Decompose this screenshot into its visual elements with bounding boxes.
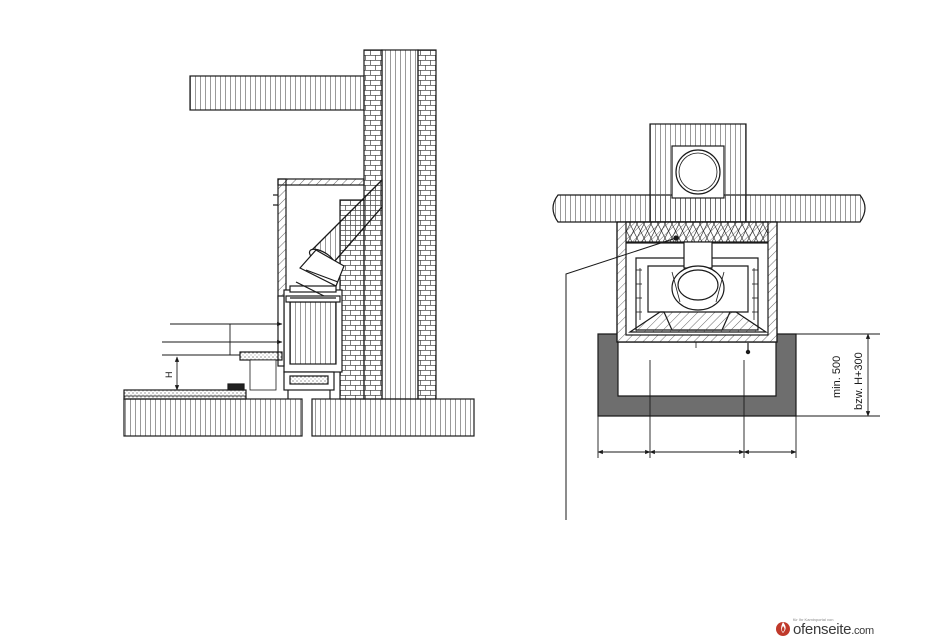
ceiling-slab xyxy=(190,76,364,110)
cladding-front xyxy=(278,179,286,299)
brand-name: ofenseite xyxy=(793,621,851,638)
side-section-view xyxy=(124,50,474,436)
plan-view xyxy=(553,124,880,520)
alt-height-label: bzw. H+300 xyxy=(853,352,865,410)
floor-slab-right xyxy=(312,399,474,436)
connector-pipe-plan xyxy=(684,242,712,268)
hearth-plate xyxy=(240,352,282,360)
cladding-top xyxy=(278,179,364,185)
stove-door-grill xyxy=(290,302,336,364)
height-marker-label: H xyxy=(164,372,174,379)
brand-logo[interactable]: für Ihr Kaminportal von ofenseite.com xyxy=(773,615,913,641)
insulation-layer xyxy=(626,222,768,242)
floor-slab-left xyxy=(124,399,302,436)
chimney-flue xyxy=(382,50,418,399)
chimney-wall-right xyxy=(418,50,436,399)
hearth-slab xyxy=(598,334,796,416)
brand-wordmark: ofenseite.com xyxy=(793,621,874,638)
min-height-label: min. 500 xyxy=(831,356,843,398)
brand-tld: .com xyxy=(851,625,874,637)
flame-icon xyxy=(775,619,791,637)
floor-covering xyxy=(124,390,246,399)
